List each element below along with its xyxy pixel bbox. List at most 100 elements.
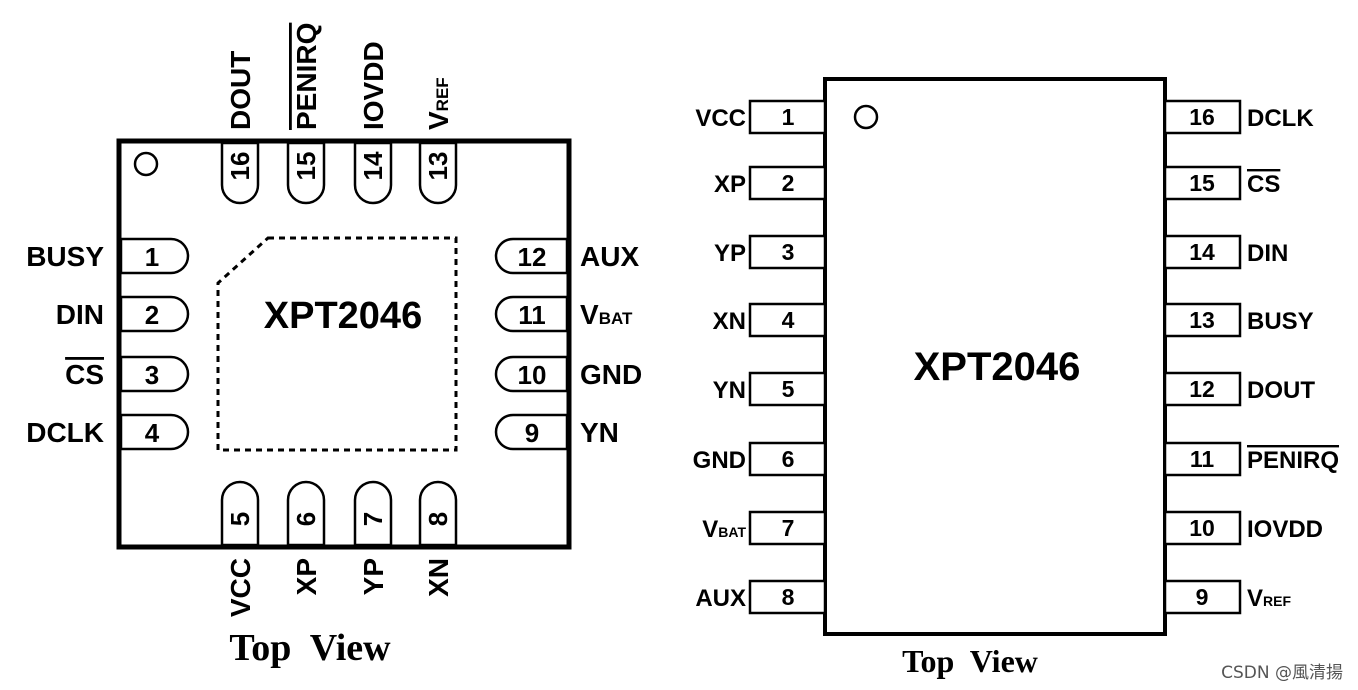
pin-pad (418, 480, 458, 547)
pin-pad (119, 355, 190, 393)
pin-name: CS (65, 359, 104, 390)
dip-pin1-dot (853, 104, 879, 130)
pin-label: CS (1247, 171, 1280, 198)
pin-name: YN (580, 417, 619, 448)
pin-number: 9 (1196, 584, 1209, 610)
pin-name: GND (693, 447, 746, 474)
pin-name-subscript: BAT (718, 524, 746, 540)
dip-pin-10: 10 IOVDD (1163, 510, 1323, 546)
pin-label: GND (693, 447, 746, 474)
pin-label: GND (580, 359, 642, 390)
qfn-view-label: Top View (229, 627, 391, 669)
dip-pin-3: 3YP (714, 234, 827, 270)
pin-name: YP (358, 558, 389, 595)
pin-name: XN (713, 308, 746, 335)
qfn-die-outline (216, 236, 458, 452)
pin-pad (748, 579, 827, 615)
pin-pad (1163, 579, 1242, 615)
qfn-pin-14: 14 IOVDD (353, 41, 393, 205)
pin-label: YN (713, 377, 746, 404)
pin-name: PENIRQ (1247, 447, 1339, 474)
pin-name: IOVDD (358, 41, 389, 130)
pin-number: 14 (1189, 239, 1215, 265)
pin-label: VCC (695, 105, 746, 132)
pin-number: 8 (782, 584, 795, 610)
pin-label: YP (358, 558, 389, 595)
pin-label: XN (713, 308, 746, 335)
qfn-body (116, 138, 572, 550)
pin-number: 12 (1189, 376, 1215, 402)
pin-number: 6 (291, 512, 321, 526)
qfn-pin-11: 11 VBAT (494, 295, 633, 333)
pin-name: DCLK (26, 417, 104, 448)
dip-pin-9: 9 VREF (1163, 579, 1291, 615)
pin-number: 13 (1189, 307, 1215, 333)
pin-number: 10 (1189, 515, 1215, 541)
pin-pad (748, 510, 827, 546)
pin-label: IOVDD (1247, 516, 1323, 543)
dip-view-label: Top View (902, 643, 1038, 679)
pin-name: VCC (695, 105, 746, 132)
pin-label: VCC (225, 558, 256, 617)
pin-name: V (1247, 585, 1263, 612)
pin-name: XP (714, 171, 746, 198)
pin-label: CS (65, 359, 104, 390)
pin-name: IOVDD (1247, 516, 1323, 543)
pin-pad (353, 480, 393, 547)
pin-label: VREF (423, 77, 454, 130)
dip-pin-5: 5 YN (713, 371, 827, 407)
qfn-pin-3: 3 CS (65, 355, 190, 393)
pin-number: 16 (1189, 104, 1215, 130)
pin-name: DOUT (1247, 377, 1315, 404)
pin-name: VCC (225, 558, 256, 617)
pin-name: YP (714, 240, 746, 267)
pin-number: 14 (358, 151, 388, 180)
pin-name-subscript: REF (1263, 593, 1291, 609)
dip-pin-12: 12 DOUT (1163, 371, 1315, 407)
pin-pad (1163, 99, 1242, 135)
pin-pad (119, 295, 190, 333)
pin-label: AUX (695, 585, 746, 612)
pin-pad (286, 480, 326, 547)
pin-pad (1163, 510, 1242, 546)
pin-name: DOUT (225, 51, 256, 130)
pin-label: PENIRQ (291, 23, 322, 130)
pin-label: VREF (1247, 585, 1291, 612)
pin-number: 5 (782, 376, 795, 402)
pin-name: BUSY (1247, 308, 1314, 335)
pin-pad (494, 413, 569, 451)
pin-name: DIN (1247, 240, 1288, 267)
pin-label: VBAT (580, 299, 633, 330)
pin-pad (1163, 371, 1242, 407)
pin-label: DCLK (26, 417, 104, 448)
pin-name: YN (713, 377, 746, 404)
pin-number: 3 (145, 360, 159, 390)
pin-number: 11 (518, 300, 546, 330)
dip-pin-8: 8 AUX (695, 579, 827, 615)
qfn-pin1-dot (133, 151, 159, 177)
pin-number: 7 (782, 515, 795, 541)
pin-pad (286, 141, 326, 205)
pin-number: 8 (423, 512, 453, 526)
pin-label: XP (714, 171, 746, 198)
pin-number: 4 (782, 307, 795, 333)
pin-pad (220, 141, 260, 205)
